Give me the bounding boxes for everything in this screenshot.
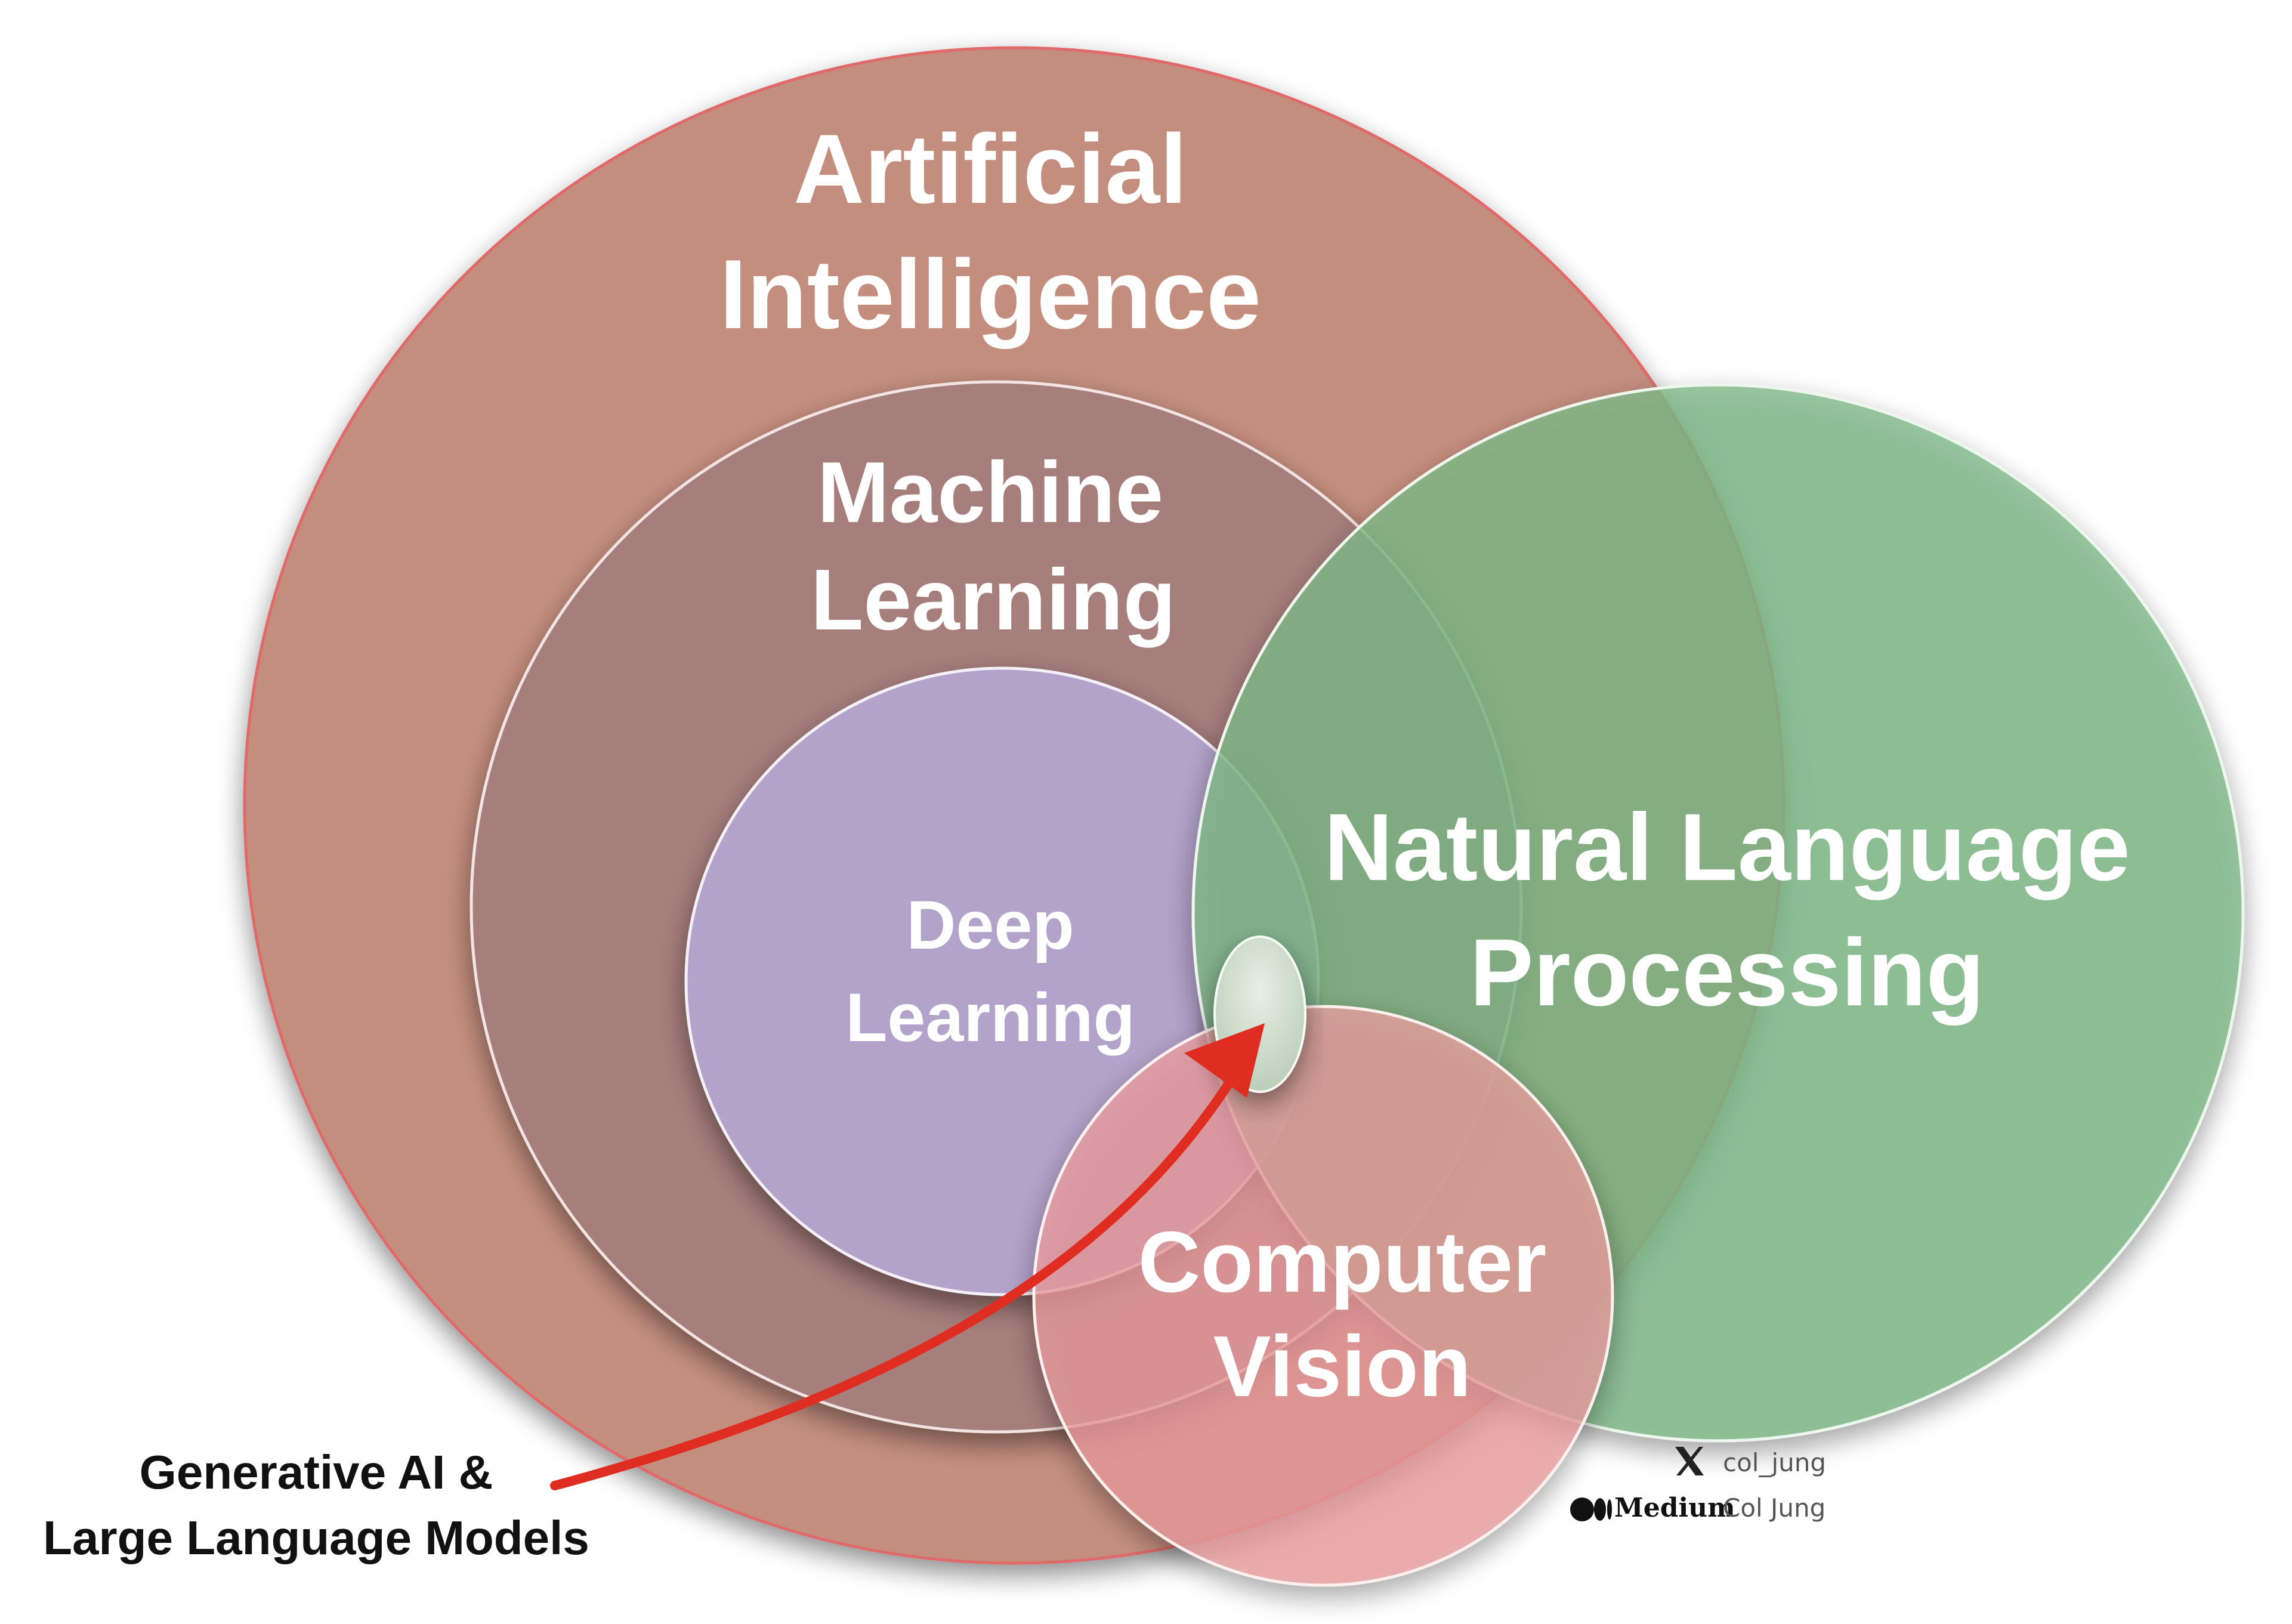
genai-label-line1: Generative AI &: [140, 1446, 493, 1499]
nlp-label-line1: Natural Language: [1324, 794, 2130, 900]
medium-logo-icon: [1570, 1498, 1612, 1521]
medium-brand: Medium: [1614, 1493, 1735, 1523]
ml-label-line1: Machine: [817, 444, 1163, 541]
ai-label-line2: Intelligence: [719, 239, 1261, 349]
genai-label-line2: Large Language Models: [43, 1511, 589, 1564]
medium-author: Col Jung: [1723, 1493, 1825, 1523]
nlp-label-line2: Processing: [1470, 919, 1985, 1026]
arrow-head-icon: [1184, 1023, 1265, 1098]
dl-label-line1: Deep: [906, 887, 1074, 964]
cv-label-line1: Computer: [1138, 1214, 1547, 1310]
genai-arrow: [550, 1069, 1240, 1490]
x-handle: col_jung: [1723, 1448, 1826, 1477]
dl-label-line2: Learning: [845, 980, 1135, 1056]
ai-label-line1: Artificial: [793, 114, 1187, 224]
x-logo-icon: [1675, 1447, 1704, 1475]
cv-label-line2: Vision: [1213, 1318, 1471, 1415]
ml-label-line2: Learning: [811, 551, 1176, 648]
